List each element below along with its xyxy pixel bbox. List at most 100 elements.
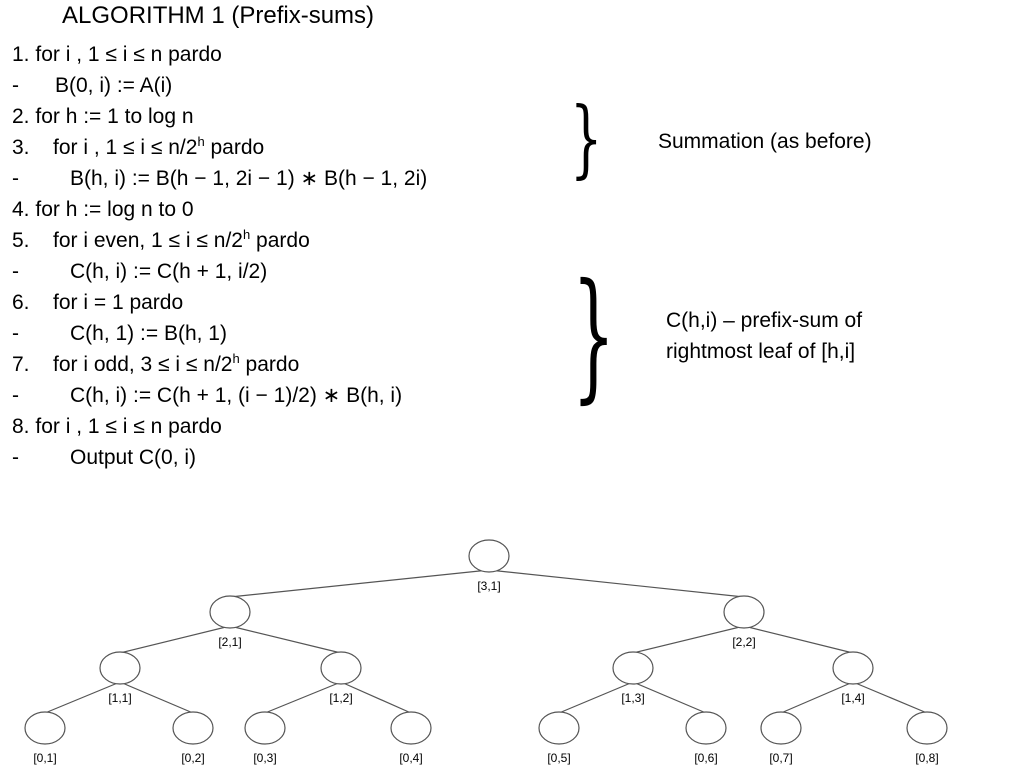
algorithm-line-7: 5. for i even, 1 ≤ i ≤ n/2h pardo [12, 228, 310, 254]
tree-node [244, 711, 286, 745]
line-marker: 7. [12, 353, 30, 376]
tree-edge [229, 569, 490, 598]
summation-brace: } [570, 90, 603, 188]
tree-node-label: [3,1] [477, 579, 500, 593]
algorithm-line-14: - Output C(0, i) [12, 445, 196, 471]
tree-edge [44, 681, 121, 714]
line-marker: 2. [12, 105, 30, 128]
tree-edge [852, 681, 928, 714]
tree-node-label: [0,6] [694, 751, 717, 765]
line-text: C(h, i) := C(h + 1, (i − 1)/2) ∗ B(h, i) [70, 384, 403, 407]
tree-edge [780, 681, 854, 714]
tree-node-label: [1,2] [329, 691, 352, 705]
algorithm-line-11: 7. for i odd, 3 ≤ i ≤ n/2h pardo [12, 352, 299, 378]
line-text: C(h, 1) := B(h, 1) [70, 322, 227, 345]
algorithm-line-4: 3. for i , 1 ≤ i ≤ n/2h pardo [12, 135, 264, 161]
tree-node-label: [1,4] [841, 691, 864, 705]
algorithm-line-12: - C(h, i) := C(h + 1, (i − 1)/2) ∗ B(h, … [12, 383, 402, 409]
tree-node [468, 539, 510, 573]
line-marker: - [12, 322, 19, 345]
tree-edge [119, 681, 194, 714]
tree-node [209, 595, 251, 629]
tree-node [320, 651, 362, 685]
prefix-brace: } [572, 253, 616, 417]
algorithm-line-2: - B(0, i) := A(i) [12, 73, 172, 99]
algorithm-line-6: 4. for h := log n to 0 [12, 197, 194, 223]
line-text-main: for i odd, 3 ≤ i ≤ n/2 [53, 353, 233, 376]
line-text: Output C(0, i) [70, 446, 197, 469]
tree-node [760, 711, 802, 745]
line-text: for h := 1 to log n [35, 105, 194, 128]
line-text: C(h, i) := C(h + 1, i/2) [70, 260, 268, 283]
tree-node-label: [0,4] [399, 751, 422, 765]
tree-edge [488, 569, 745, 598]
line-text: for i = 1 pardo [53, 291, 184, 314]
line-marker: - [12, 260, 19, 283]
line-text: for i , 1 ≤ i ≤ n pardo [35, 43, 222, 66]
algorithm-line-8: - C(h, i) := C(h + 1, i/2) [12, 259, 267, 285]
tree-node [24, 711, 66, 745]
line-text-tail: pardo [250, 229, 310, 252]
tree-node-label: [0,3] [253, 751, 276, 765]
tree-edge [632, 625, 745, 654]
superscript: h [232, 351, 240, 366]
line-marker: 8. [12, 415, 30, 438]
line-text-tail: pardo [204, 136, 265, 159]
tree-edge [119, 625, 231, 654]
algorithm-line-5: - B(h, i) := B(h − 1, 2i − 1) ∗ B(h − 1,… [12, 166, 427, 192]
tree-node [390, 711, 432, 745]
tree-node [832, 651, 874, 685]
tree-node [538, 711, 580, 745]
tree-edge [743, 625, 854, 654]
line-text: for h := log n to 0 [35, 198, 194, 221]
tree-node-label: [2,1] [218, 635, 241, 649]
line-text: for i odd, 3 ≤ i ≤ n/2h pardo [53, 352, 299, 378]
tree-node-label: [2,2] [732, 635, 755, 649]
line-marker: 6. [12, 291, 30, 314]
algorithm-line-10: - C(h, 1) := B(h, 1) [12, 321, 227, 347]
superscript: h [197, 134, 205, 149]
line-marker: 5. [12, 229, 30, 252]
tree-edge [264, 681, 342, 714]
summation-note: Summation (as before) [658, 130, 872, 153]
tree-node-label: [1,3] [621, 691, 644, 705]
line-marker: - [12, 446, 19, 469]
tree-node [99, 651, 141, 685]
algorithm-line-1: 1. for i , 1 ≤ i ≤ n pardo [12, 42, 222, 68]
prefix-note-line-1: C(h,i) – prefix-sum of [666, 309, 863, 332]
prefix-note-line-2: rightmost leaf of [h,i] [666, 340, 856, 363]
line-marker: - [12, 74, 19, 97]
line-text-main: for i , 1 ≤ i ≤ n/2 [53, 136, 198, 159]
tree-node-label: [0,1] [33, 751, 56, 765]
tree-edge [340, 681, 412, 714]
line-marker: - [12, 384, 19, 407]
tree-node [172, 711, 214, 745]
line-text: for i , 1 ≤ i ≤ n/2h pardo [53, 135, 264, 161]
tree-node-label: [0,2] [181, 751, 204, 765]
line-text: for i even, 1 ≤ i ≤ n/2h pardo [53, 228, 310, 254]
tree-node-label: [0,7] [769, 751, 792, 765]
algorithm-line-3: 2. for h := 1 to log n [12, 104, 194, 130]
line-text: B(0, i) := A(i) [55, 74, 173, 97]
tree-node [612, 651, 654, 685]
line-text-tail: pardo [239, 353, 300, 376]
superscript: h [242, 227, 251, 242]
tree-edge [632, 681, 707, 714]
algorithm-line-9: 6. for i = 1 pardo [12, 290, 183, 316]
tree-node-label: [0,5] [547, 751, 570, 765]
tree-node [906, 711, 948, 745]
line-text: for i , 1 ≤ i ≤ n pardo [35, 415, 222, 438]
line-marker: - [12, 167, 19, 190]
algorithm-title: ALGORITHM 1 (Prefix-sums) [62, 2, 375, 29]
tree-node [685, 711, 727, 745]
line-marker: 1. [12, 43, 30, 66]
line-text: B(h, i) := B(h − 1, 2i − 1) ∗ B(h − 1, 2… [70, 167, 428, 190]
tree-node [723, 595, 765, 629]
algorithm-line-13: 8. for i , 1 ≤ i ≤ n pardo [12, 414, 222, 440]
tree-edge [229, 625, 342, 654]
line-marker: 4. [12, 198, 30, 221]
tree-edge [558, 681, 634, 714]
line-text-main: for i even, 1 ≤ i ≤ n/2 [53, 229, 243, 252]
tree-node-label: [0,8] [915, 751, 938, 765]
